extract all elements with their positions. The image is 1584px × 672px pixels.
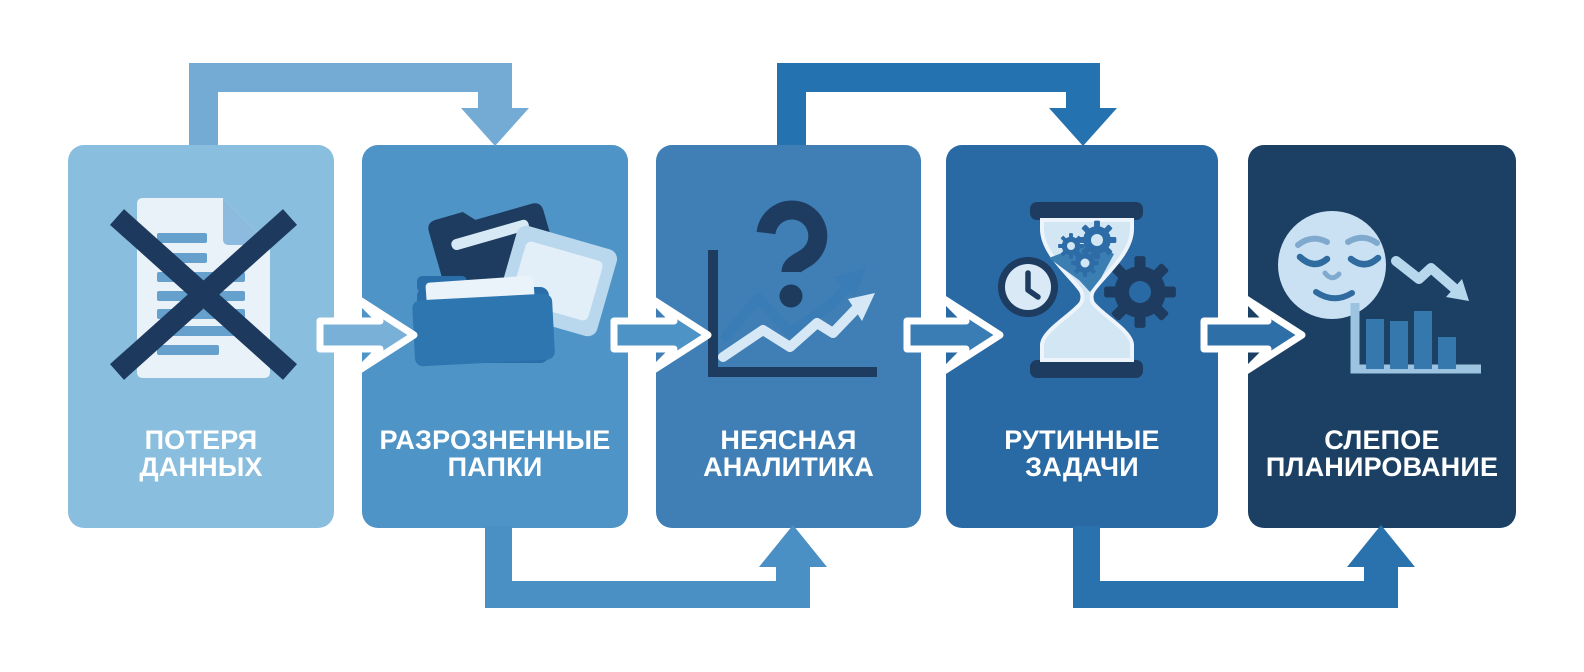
label-line: РУТИННЫЕ xyxy=(1004,425,1160,455)
label-routine-tasks: РУТИННЫЕ ЗАДАЧИ xyxy=(946,427,1218,480)
bottom-loop-arrow-1 xyxy=(485,525,827,608)
chart-axes xyxy=(708,250,877,377)
front-open-folder-icon xyxy=(412,275,555,367)
x-cross-icon xyxy=(109,209,298,380)
scattered-folders-icon xyxy=(412,203,618,367)
declining-arrow-icon xyxy=(1391,256,1469,301)
top-loop-arrow-2 xyxy=(777,63,1117,146)
rising-line-medium xyxy=(721,268,866,341)
label-line: РАЗРОЗНЕННЫЕ xyxy=(379,425,611,455)
sleeping-face-declining-chart-icon xyxy=(1278,211,1481,374)
bar-chart-bars xyxy=(1366,311,1456,369)
sand-gears-icon xyxy=(1058,220,1117,277)
direct-arrow-1 xyxy=(316,295,418,375)
label-line: ПОТЕРЯ xyxy=(144,425,258,455)
direct-arrow-3 xyxy=(903,295,1004,375)
large-gear-icon xyxy=(1104,256,1176,328)
label-line: НЕЯСНАЯ xyxy=(720,425,857,455)
label-line: ПЛАНИРОВАНИЕ xyxy=(1265,451,1499,482)
label-line: ДАННЫХ xyxy=(139,451,263,482)
rising-line-light xyxy=(718,293,875,362)
crossed-out-document-icon xyxy=(109,198,298,380)
direct-arrow-4 xyxy=(1200,295,1306,375)
face-features xyxy=(1295,234,1382,302)
label-line: ЗАДАЧИ xyxy=(1025,451,1139,482)
question-mark-icon xyxy=(756,200,828,308)
question-mark-chart-icon xyxy=(708,200,877,377)
clock-icon xyxy=(998,257,1058,317)
hourglass-gears-clock-icon xyxy=(998,202,1176,378)
label-scattered-folders: РАЗРОЗНЕННЫЕ ПАПКИ xyxy=(362,427,628,480)
label-blind-planning: СЛЕПОЕ ПЛАНИРОВАНИЕ xyxy=(1248,427,1516,480)
bottom-loop-arrow-2 xyxy=(1073,525,1415,608)
label-line: ПАПКИ xyxy=(447,451,543,482)
top-loop-arrow-1 xyxy=(189,63,529,146)
label-data-loss: ПОТЕРЯ ДАННЫХ xyxy=(68,427,334,480)
direct-arrow-2 xyxy=(610,295,712,375)
hourglass-top-cap xyxy=(1030,202,1143,220)
label-line: АНАЛИТИКА xyxy=(703,451,874,482)
label-unclear-analytics: НЕЯСНАЯ АНАЛИТИКА xyxy=(656,427,921,480)
label-line: СЛЕПОЕ xyxy=(1324,425,1440,455)
hourglass-bottom-cap xyxy=(1030,360,1143,378)
